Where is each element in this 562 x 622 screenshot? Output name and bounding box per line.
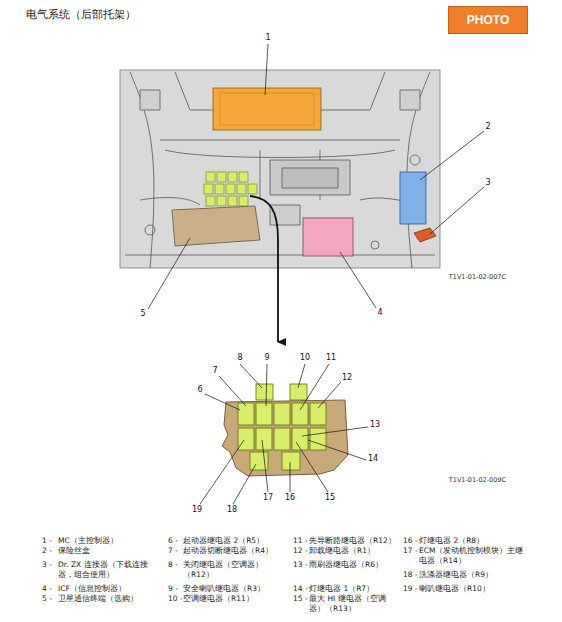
callout-number: 2	[484, 122, 491, 132]
item-number: 13 -	[293, 560, 308, 570]
item-description: 卫星通信终端（选购）	[58, 594, 162, 604]
dr-zx-connector	[414, 228, 436, 242]
callout-number: 9	[263, 353, 270, 363]
item-number: 16 -	[403, 536, 418, 546]
item-number: 18 -	[403, 570, 418, 580]
button-label: PHOTO	[467, 13, 509, 27]
callout-number: 13	[369, 420, 381, 430]
callout-number: 6	[196, 385, 203, 395]
item-number: 8 -	[168, 560, 178, 570]
item-number: 2 -	[42, 546, 52, 556]
callout-number: 7	[211, 366, 218, 376]
item-number: 11 -	[293, 536, 308, 546]
callout-number: 15	[324, 493, 336, 503]
callout-number: 8	[236, 353, 243, 363]
callout-number: 1	[264, 33, 271, 43]
item-number: 12 -	[293, 546, 308, 556]
callout-number: 19	[191, 505, 203, 515]
item-description: ECM（发动机控制模块）主继电器（R14）	[419, 546, 531, 566]
icf-box	[303, 218, 353, 256]
photo-button: PHOTO	[448, 6, 528, 34]
item-description: 保险丝盒	[58, 546, 162, 556]
leader-lines	[200, 364, 368, 504]
relay-base	[222, 400, 348, 476]
item-number: 19 -	[403, 584, 418, 594]
frame-structure	[125, 72, 435, 268]
callout-number: 3	[484, 178, 491, 188]
callout-number: 14	[367, 454, 379, 464]
frame-ground	[120, 70, 440, 268]
item-description: 灯继电器 1（R7）	[309, 584, 399, 594]
diagram-title: 电气系统（后部托架）	[26, 8, 136, 22]
satellite-terminal	[172, 206, 260, 246]
item-description: 空调继电器（R11）	[183, 594, 289, 604]
item-description: 卸载继电器（R1）	[309, 546, 399, 556]
item-description: 安全喇叭继电器（R3）	[183, 584, 289, 594]
item-description: 灯继电器 2（R8）	[419, 536, 531, 546]
item-number: 15 -	[293, 594, 308, 604]
item-description: 先导断路继电器（R12）	[309, 536, 399, 546]
relay-detail	[238, 384, 326, 470]
item-description: 喇叭继电器（R10）	[419, 584, 531, 594]
controller-face	[220, 93, 314, 125]
callout-number: 16	[284, 493, 296, 503]
item-number: 1 -	[42, 536, 52, 546]
callout-number: 10	[299, 353, 311, 363]
item-description: ICF（信息控制器）	[58, 584, 162, 594]
item-number: 10 -	[168, 594, 183, 604]
zoom-arrow	[250, 196, 278, 342]
item-number: 14 -	[293, 584, 308, 594]
main-controller	[213, 88, 321, 130]
leader-lines	[148, 44, 484, 309]
callout-number: 5	[139, 309, 146, 319]
item-description: 洗涤器继电器（R9）	[419, 570, 531, 580]
item-number: 5 -	[42, 594, 52, 604]
callout-number: 18	[226, 505, 238, 515]
item-number: 3 -	[42, 560, 52, 570]
callout-number: 12	[341, 373, 353, 383]
callout-number: 11	[325, 353, 337, 363]
figure-code: T1V1-01-02-009C	[449, 476, 506, 484]
item-description: 关闭继电器（空调器）（R12）	[183, 560, 289, 580]
item-number: 7 -	[168, 546, 178, 556]
figure-code: T1V1-01-02-007C	[449, 273, 506, 281]
item-number: 6 -	[168, 536, 178, 546]
item-number: 9 -	[168, 584, 178, 594]
item-number: 17 -	[403, 546, 418, 556]
item-description: 雨刷器继电器（R6）	[309, 560, 399, 570]
fuse-box	[400, 172, 426, 224]
callout-number: 4	[376, 308, 383, 318]
item-description: 最大 HI 继电器（空调器）（R13）	[309, 594, 399, 614]
item-description: 起动器继电器 2（R5）	[183, 536, 289, 546]
callout-number: 17	[262, 493, 274, 503]
item-description: 起动器切断继电器（R4）	[183, 546, 289, 556]
item-number: 4 -	[42, 584, 52, 594]
relay-cluster	[204, 172, 257, 206]
item-description: Dr. ZX 连接器（下载连接器，组合使用）	[58, 560, 162, 580]
item-description: MC（主控制器）	[58, 536, 162, 546]
